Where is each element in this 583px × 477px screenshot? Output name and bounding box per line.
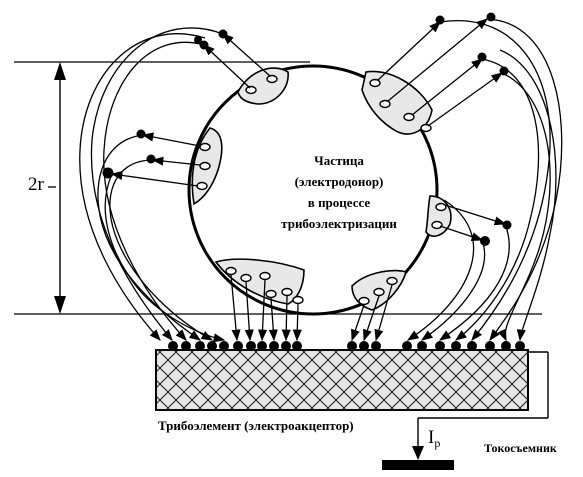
particle-label-2: (электродонор): [295, 174, 384, 189]
collector-label: Токосъемник: [484, 441, 557, 455]
current-arrowhead: [412, 446, 424, 460]
emitted-electrons: [102, 12, 512, 246]
particle-label-4: трибоэлектризации: [281, 216, 397, 231]
ground-bar: [382, 460, 454, 470]
holes: [196, 74, 447, 306]
current-label-sub: p: [434, 436, 440, 450]
emission-arrows: [110, 18, 507, 242]
field-lines: [79, 18, 563, 343]
radius-label: 2r: [28, 174, 45, 195]
particle-label-3: в процессе: [308, 195, 371, 210]
particle-caption: Частица (электродонор) в процессе трибоэ…: [281, 153, 397, 231]
current-label: Ip: [428, 427, 440, 450]
tribo-element-label: Трибоэлемент (электроакцептор): [158, 418, 354, 433]
diameter-dimension: [54, 62, 66, 314]
tribo-element-plate: [155, 349, 529, 411]
particle-circle: [187, 64, 439, 316]
particle-label-1: Частица: [314, 153, 364, 168]
current-label-main: I: [428, 427, 434, 448]
transfer-arrows: [230, 274, 393, 342]
deposited-electrons: [168, 341, 525, 351]
